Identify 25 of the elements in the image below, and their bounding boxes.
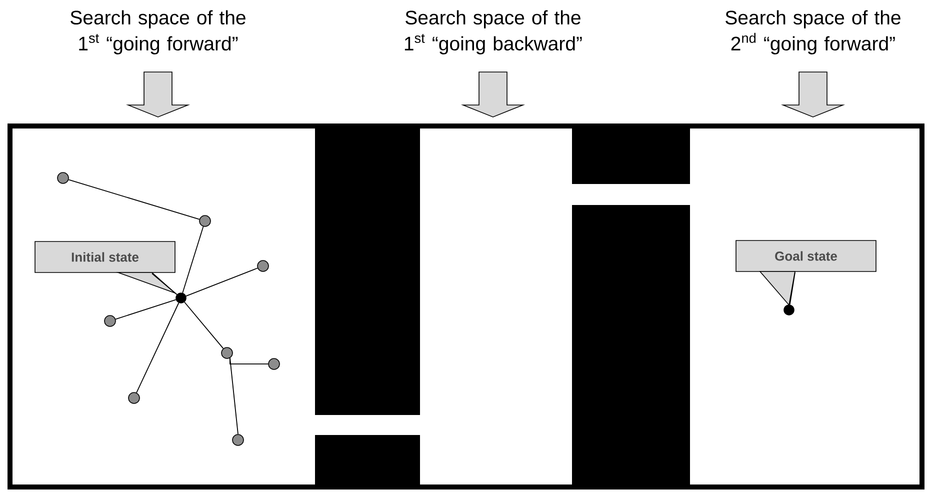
state-dot [199, 215, 211, 227]
tree-edge [186, 268, 258, 296]
tree-edge [230, 358, 238, 435]
tree-edge [182, 226, 204, 294]
heading-label: Search space of the 2$^{nd}$ “going forward” [726, 10, 900, 54]
leader-line [789, 272, 796, 306]
state-dot [268, 358, 280, 370]
callout-box: Initial state [34, 241, 177, 294]
callout-box: Goal state [736, 240, 876, 306]
state-dot [221, 347, 233, 359]
tree-edge [136, 302, 180, 394]
tree-edge [115, 299, 176, 320]
state-dot [232, 434, 244, 446]
state-dot [176, 292, 186, 304]
heading-label: Search space of the 1$^{st}$ “going backward” [404, 10, 582, 54]
leader-line [152, 273, 178, 295]
tree-edge [184, 302, 224, 349]
heading-label: Search space of the 1$^{st}$ “going forward” [70, 10, 246, 54]
tree-edge [230, 358, 269, 364]
state-dot [57, 172, 69, 184]
state-dot [128, 392, 140, 404]
tree-edge [68, 179, 200, 220]
state-dot [104, 315, 116, 327]
state-dot [257, 260, 269, 272]
state-dot [784, 304, 794, 316]
